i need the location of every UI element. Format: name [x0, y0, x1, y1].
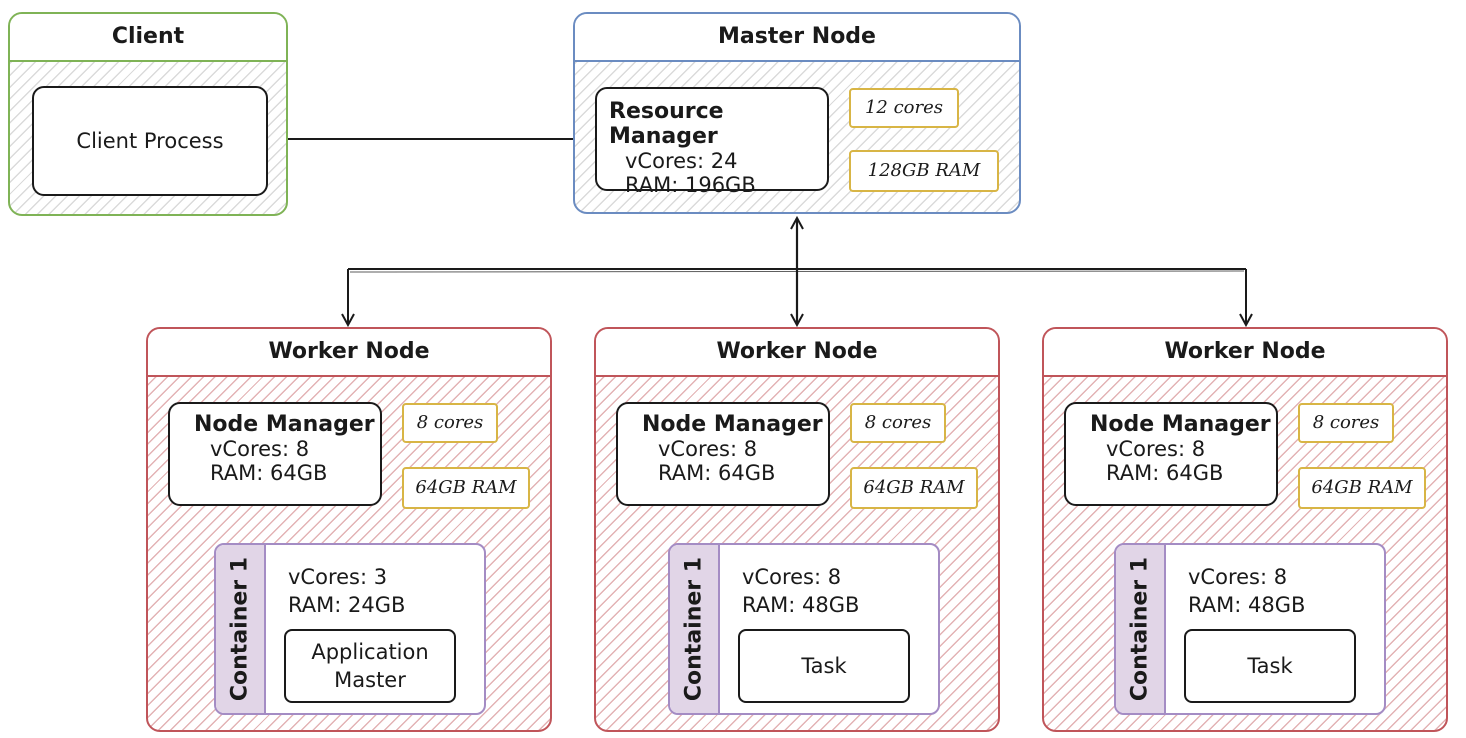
task-box-3[interactable]: Task — [1184, 629, 1356, 703]
master-ram-tag: 128GB RAM — [849, 150, 999, 192]
application-master-line-1: Application — [311, 640, 429, 664]
container-label-strip-1: Container 1 — [216, 545, 266, 713]
worker-2-ram-tag: 64GB RAM — [850, 467, 978, 509]
container-1-ram: RAM: 24GB — [288, 593, 406, 617]
worker-3-ram-tag: 64GB RAM — [1298, 467, 1426, 509]
container-2-vcores: vCores: 8 — [742, 565, 842, 589]
node-manager-vcores-3: vCores: 8 — [1106, 437, 1206, 461]
resource-manager-vcores: vCores: 24 — [625, 149, 738, 173]
node-manager-vcores-2: vCores: 8 — [658, 437, 758, 461]
container-3-ram: RAM: 48GB — [1188, 593, 1306, 617]
container-label-2: Container 1 — [681, 556, 707, 702]
worker-node-1: Worker Node Node Manager vCores: 8 RAM: … — [146, 327, 552, 732]
worker-node-2: Worker Node Node Manager vCores: 8 RAM: … — [594, 327, 1000, 732]
node-manager-vcores-1: vCores: 8 — [210, 437, 310, 461]
client-process-label: Client Process — [76, 129, 224, 153]
container-2-ram: RAM: 48GB — [742, 593, 860, 617]
client-group: Client Client Process — [8, 12, 288, 216]
application-master-line-2: Master — [334, 668, 406, 692]
resource-manager-box[interactable]: Resource Manager vCores: 24 RAM: 196GB — [595, 87, 829, 197]
node-manager-title-1: Node Manager — [194, 412, 375, 437]
node-manager-title-2: Node Manager — [642, 412, 823, 437]
resource-manager-ram: RAM: 196GB — [625, 173, 756, 197]
task-box-2[interactable]: Task — [738, 629, 910, 703]
container-1-worker-3[interactable]: Container 1 vCores: 8 RAM: 48GB Task — [1114, 543, 1386, 715]
master-node-title: Master Node — [575, 14, 1019, 62]
node-manager-ram-1: RAM: 64GB — [210, 461, 328, 485]
worker-1-cores-tag: 8 cores — [402, 403, 498, 443]
node-manager-box-3[interactable]: Node Manager vCores: 8 RAM: 64GB — [1064, 402, 1278, 506]
master-node-group: Master Node Resource Manager vCores: 24 … — [573, 12, 1021, 214]
container-1-vcores: vCores: 3 — [288, 565, 388, 589]
container-label-strip-3: Container 1 — [1116, 545, 1166, 713]
container-label-3: Container 1 — [1127, 556, 1153, 702]
client-process-box[interactable]: Client Process — [32, 86, 268, 196]
worker-bus-line-sketch — [349, 270, 1245, 273]
node-manager-ram-2: RAM: 64GB — [658, 461, 776, 485]
worker-node-1-title: Worker Node — [148, 329, 550, 377]
node-manager-box-1[interactable]: Node Manager vCores: 8 RAM: 64GB — [168, 402, 382, 506]
container-1-worker-1[interactable]: Container 1 vCores: 3 RAM: 24GB Applicat… — [214, 543, 486, 715]
worker-2-cores-tag: 8 cores — [850, 403, 946, 443]
worker-1-ram-tag: 64GB RAM — [402, 467, 530, 509]
resource-manager-title: Resource Manager — [609, 99, 724, 149]
task-label-2: Task — [801, 654, 847, 678]
worker-node-2-title: Worker Node — [596, 329, 998, 377]
container-1-worker-2[interactable]: Container 1 vCores: 8 RAM: 48GB Task — [668, 543, 940, 715]
client-group-title: Client — [10, 14, 286, 62]
worker-node-3: Worker Node Node Manager vCores: 8 RAM: … — [1042, 327, 1448, 732]
node-manager-title-3: Node Manager — [1090, 412, 1271, 437]
node-manager-ram-3: RAM: 64GB — [1106, 461, 1224, 485]
container-label-strip-2: Container 1 — [670, 545, 720, 713]
master-cores-tag: 12 cores — [849, 88, 959, 128]
task-label-3: Task — [1247, 654, 1293, 678]
worker-node-3-title: Worker Node — [1044, 329, 1446, 377]
node-manager-box-2[interactable]: Node Manager vCores: 8 RAM: 64GB — [616, 402, 830, 506]
container-label-1: Container 1 — [227, 556, 253, 702]
application-master-box[interactable]: Application Master — [284, 629, 456, 703]
worker-3-cores-tag: 8 cores — [1298, 403, 1394, 443]
container-3-vcores: vCores: 8 — [1188, 565, 1288, 589]
